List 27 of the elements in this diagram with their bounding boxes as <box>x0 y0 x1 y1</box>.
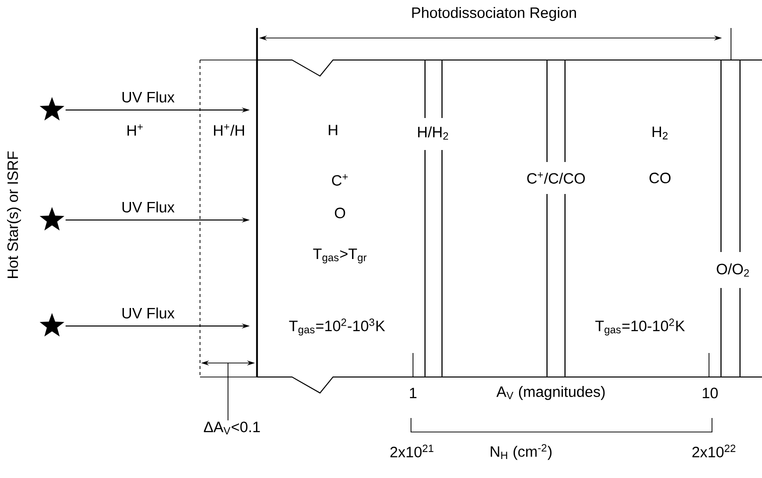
axis-label: Hot Star(s) or ISRF <box>7 151 21 278</box>
zone-label: O/O$_{2}$ <box>716 263 749 277</box>
temperature-label: T$_{gas}$>T$_{gr}$ <box>313 248 366 264</box>
zone-label: H$^{+}$/H <box>214 124 244 136</box>
zone-label: C$^{+}$ <box>332 174 348 186</box>
star-icon <box>40 97 64 121</box>
edge-label: UV Flux <box>122 201 174 212</box>
star-icon <box>40 207 64 230</box>
zone-label: H$_{2}$ <box>652 126 668 140</box>
tick-label: 2x10$^{21}$ <box>390 444 434 458</box>
dimension-label: ΔA$_{V}$<0.1 <box>204 422 260 434</box>
star-icon <box>40 313 64 336</box>
tick-label: 1 <box>410 388 416 398</box>
edge-label: UV Flux <box>122 91 174 102</box>
zone-label: H/H$_{2}$ <box>418 126 448 140</box>
zone-label: O <box>334 208 346 218</box>
zone-label: H <box>328 124 338 136</box>
temperature-label: T$_{gas}$=10$^{2}$-10$^{3}$K <box>289 318 386 336</box>
axis-label: N$_{H}$ (cm$^{-2}$) <box>490 444 552 460</box>
tick-label: 2x10$^{22}$ <box>692 444 736 458</box>
temperature-label: T$_{gas}$=10-10$^{2}$K <box>595 318 685 336</box>
zone-label: CO <box>650 172 671 184</box>
tick-label: 10 <box>702 388 718 398</box>
axis-label: A$_{V}$ (magnitudes) <box>496 386 605 400</box>
zone-label: C$^{+}$/C/CO <box>527 172 585 184</box>
zone-label: H$^{+}$ <box>128 124 143 136</box>
edge-label: UV Flux <box>122 307 174 318</box>
